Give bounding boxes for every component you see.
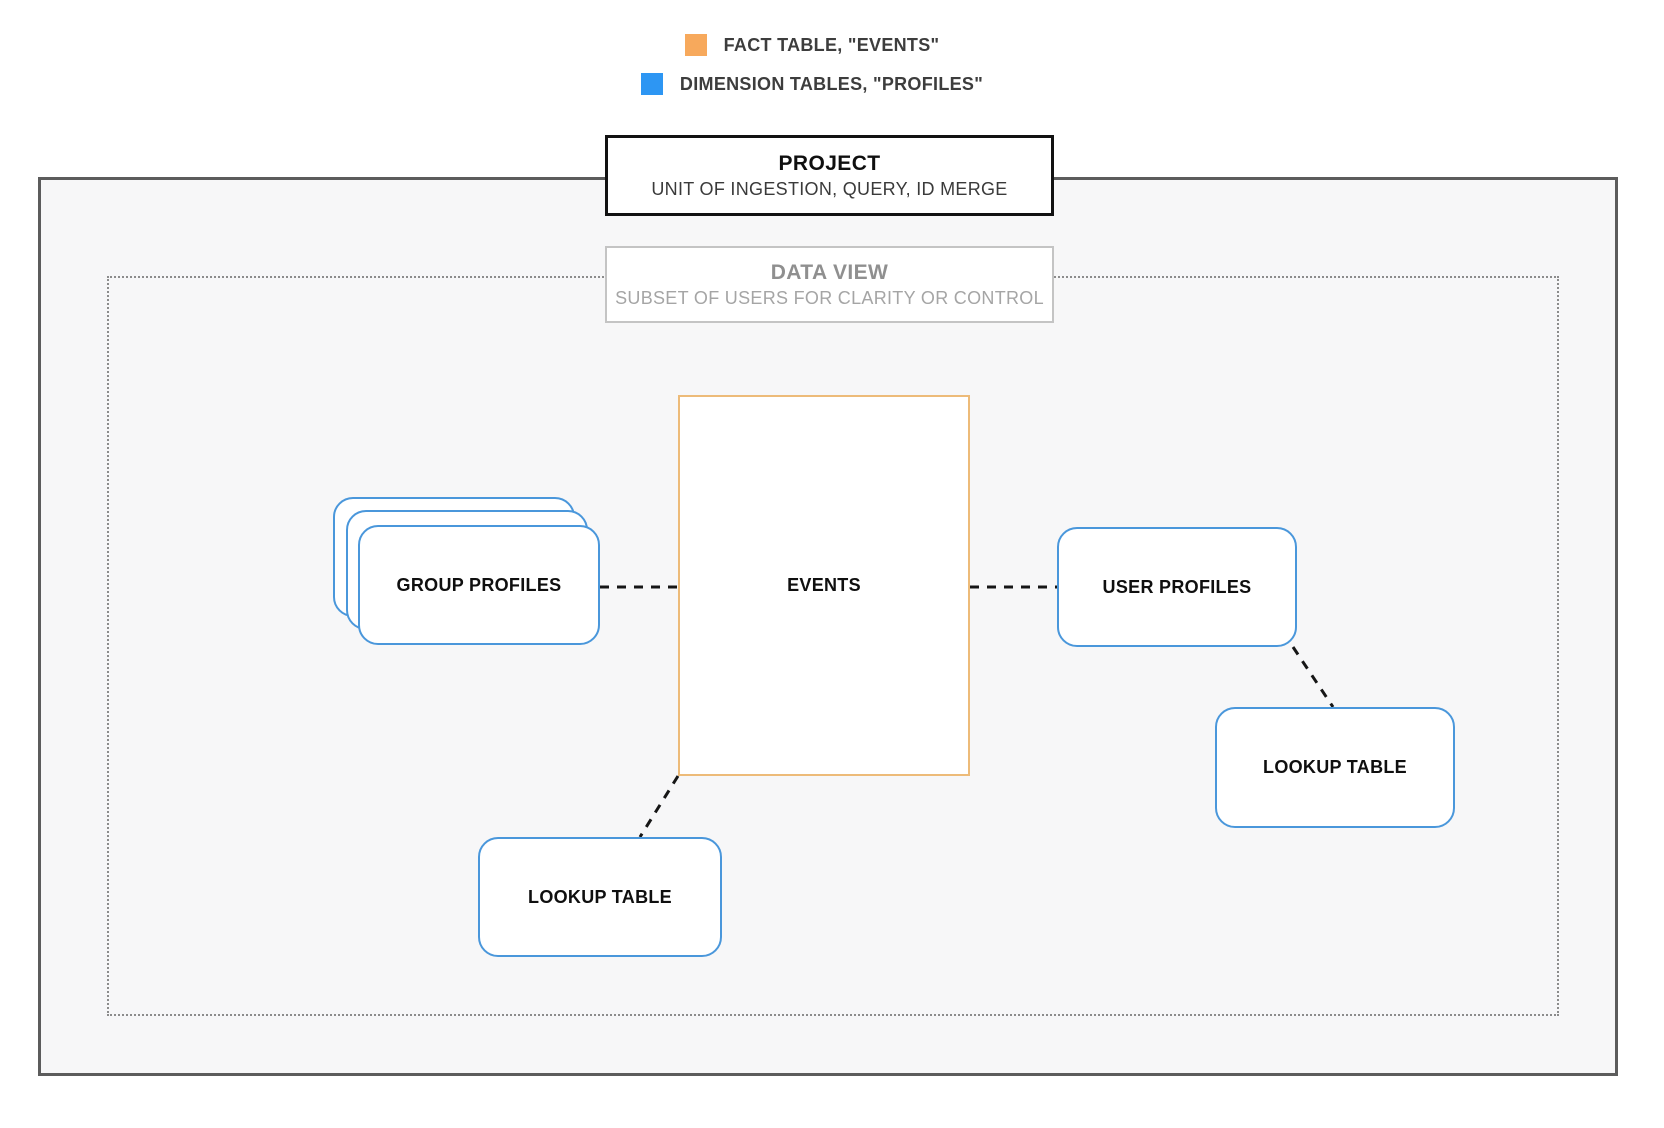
group-profiles-node: GROUP PROFILES: [358, 525, 600, 645]
legend-label-dimension: DIMENSION TABLES, "PROFILES": [679, 73, 984, 94]
lookup-table-right-node-label: LOOKUP TABLE: [1263, 757, 1407, 777]
project-title: PROJECT: [778, 152, 881, 175]
events-node-label: EVENTS: [787, 575, 861, 595]
lookup-table-right-node: LOOKUP TABLE: [1215, 707, 1455, 828]
user-profiles-node: USER PROFILES: [1057, 527, 1297, 647]
lookup-table-bottom-node: LOOKUP TABLE: [478, 837, 722, 957]
events-node: EVENTS: [678, 395, 970, 776]
lookup-table-bottom-node-label: LOOKUP TABLE: [528, 886, 672, 907]
legend: FACT TABLE, "EVENTS" DIMENSION TABLES, "…: [0, 34, 1624, 95]
dimension-tables-swatch-icon: [640, 73, 663, 95]
data-view-box: DATA VIEW SUBSET OF USERS FOR CLARITY OR…: [605, 246, 1054, 323]
project-subtitle: UNIT OF INGESTION, QUERY, ID MERGE: [651, 179, 1008, 199]
data-view-title: DATA VIEW: [770, 261, 889, 284]
legend-item-dimension: DIMENSION TABLES, "PROFILES": [640, 73, 984, 95]
user-profiles-node-label: USER PROFILES: [1102, 576, 1252, 597]
group-profiles-node-label: GROUP PROFILES: [396, 574, 562, 595]
data-view-subtitle: SUBSET OF USERS FOR CLARITY OR CONTROL: [615, 288, 1044, 308]
project-box: PROJECT UNIT OF INGESTION, QUERY, ID MER…: [605, 135, 1054, 216]
legend-label-fact: FACT TABLE, "EVENTS": [723, 34, 940, 55]
fact-table-swatch-icon: [684, 34, 707, 56]
legend-item-fact: FACT TABLE, "EVENTS": [684, 34, 940, 56]
